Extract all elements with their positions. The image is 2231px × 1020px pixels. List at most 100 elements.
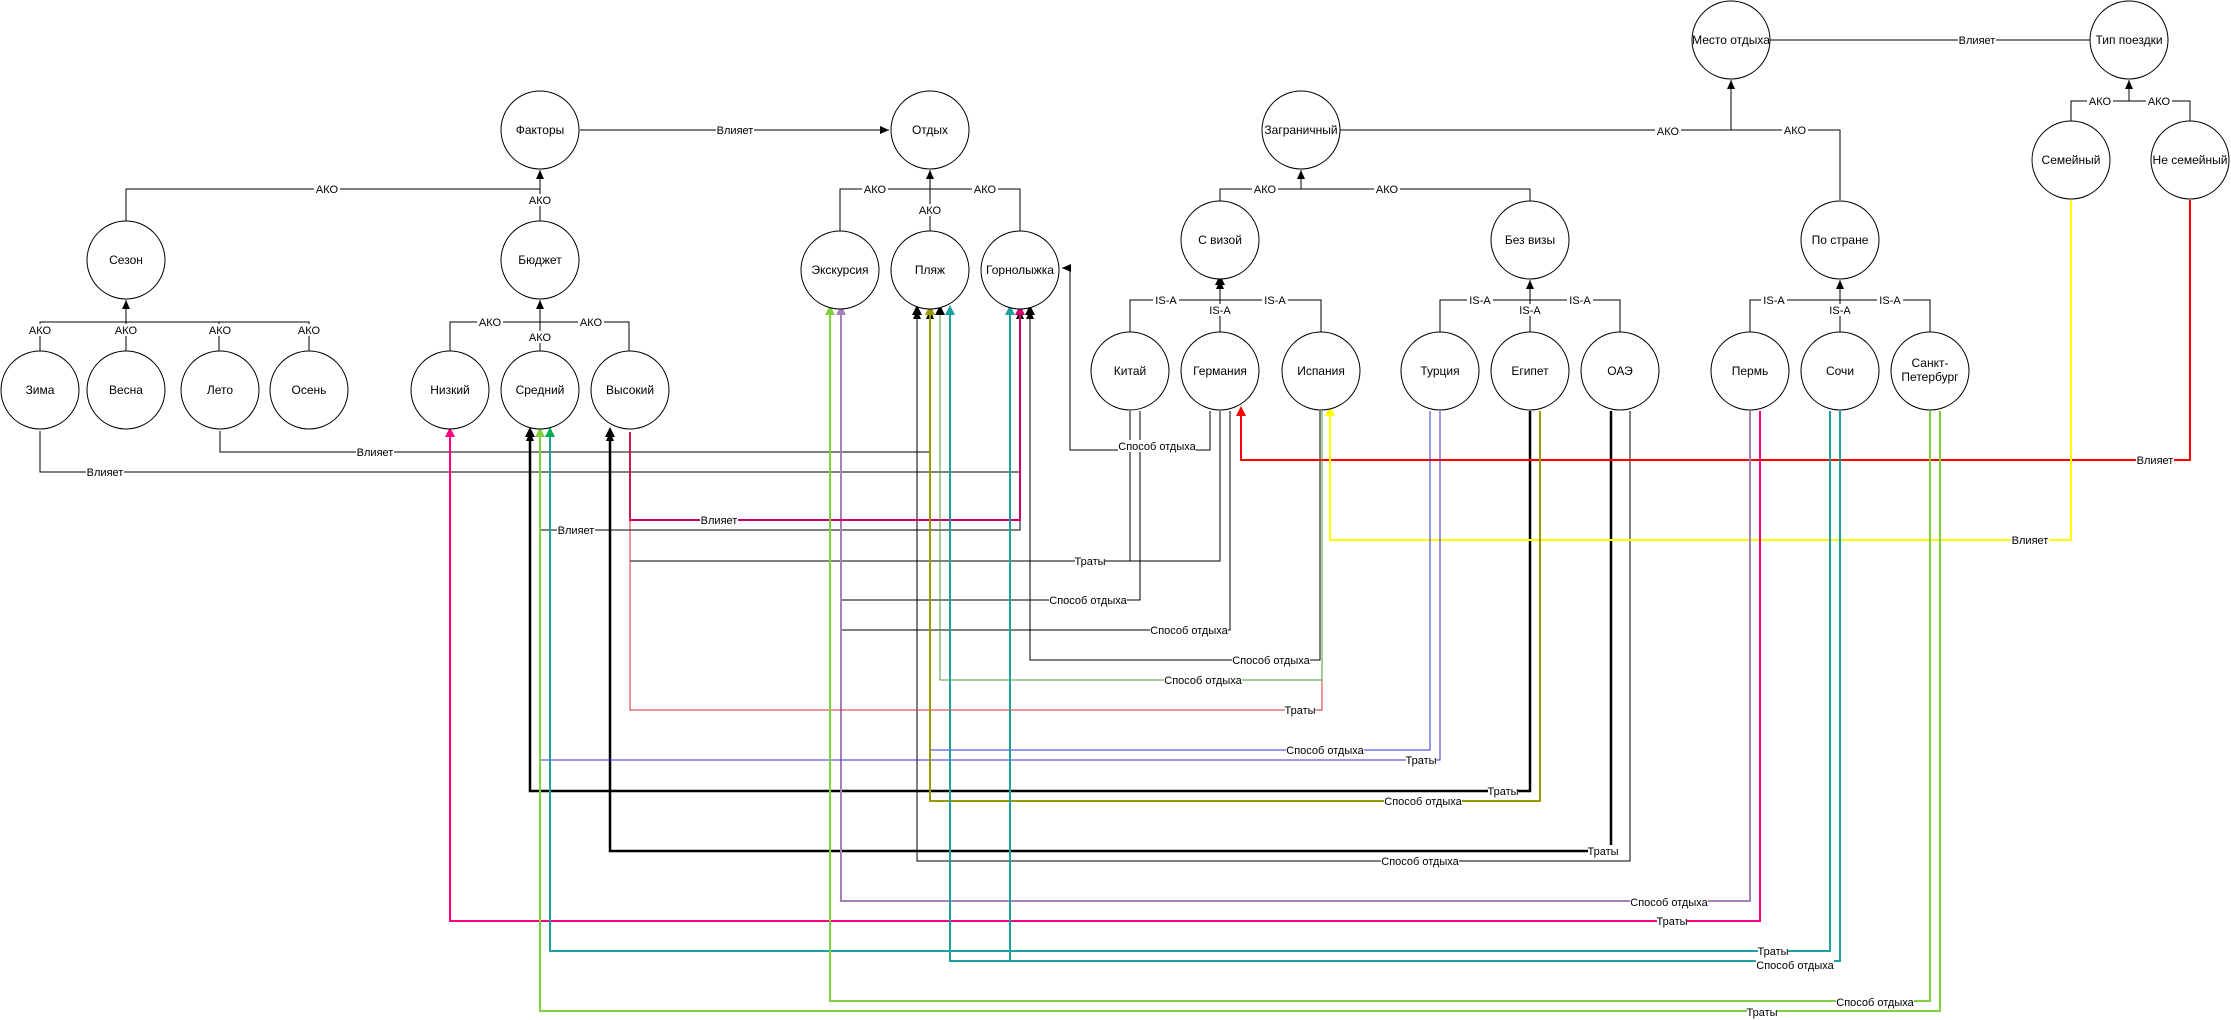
node-kitay <box>1090 331 1170 411</box>
label-s-vizoy: С визой <box>1198 233 1242 247</box>
node-otdyh <box>890 90 970 170</box>
edge-label-sposob-otdyha: Способ отдыха <box>1150 625 1228 637</box>
edge-label-is-a: IS-A <box>1569 295 1591 307</box>
node-perm <box>1710 331 1790 411</box>
node-budzhet <box>500 220 580 300</box>
edge-label-ako: АКО <box>2089 96 2112 108</box>
node-ispaniya <box>1281 331 1361 411</box>
node-egipet <box>1490 331 1570 411</box>
label-mesto-otdyha: Место отдыха <box>1692 33 1770 47</box>
node-labels: Место отдыха Тип поездки Факторы Отдых З… <box>26 33 2228 397</box>
label-perm: Пермь <box>1732 364 1768 378</box>
node-spb <box>1890 331 1970 411</box>
edge-label-is-a: IS-A <box>1829 305 1851 317</box>
edge-label-vliyaet: Влияет <box>558 525 595 537</box>
node-sredniy <box>500 350 580 430</box>
edge-label-vliyaet: Влияет <box>701 515 738 527</box>
edge-label-is-a: IS-A <box>1155 295 1177 307</box>
edge-labels: Влияет Влияет Влияет Влияет Влияет Влияе… <box>27 34 2174 1019</box>
edge-label-vliyaet: Влияет <box>357 447 394 459</box>
label-zima: Зима <box>26 383 55 397</box>
node-ekskursiya <box>800 230 880 310</box>
label-oae: ОАЭ <box>1607 364 1633 378</box>
edge-label-sposob-otdyha: Способ отдыха <box>1049 595 1127 607</box>
label-egipet: Египет <box>1511 364 1549 378</box>
label-vesna: Весна <box>109 383 143 397</box>
label-semeyny: Семейный <box>2042 153 2101 167</box>
edge-label-sposob-otdyha: Способ отдыха <box>1118 441 1196 453</box>
label-turciya: Турция <box>1420 364 1459 378</box>
label-bez-vizy: Без визы <box>1505 233 1555 247</box>
edge-label-traty: Траты <box>1487 786 1518 798</box>
arrowheads <box>525 275 1225 437</box>
edge-label-is-a: IS-A <box>1879 295 1901 307</box>
label-otdyh: Отдых <box>912 123 948 137</box>
label-osen: Осень <box>292 383 327 397</box>
node-zagranichny <box>1261 90 1341 170</box>
edge-label-traty: Траты <box>1656 916 1687 928</box>
label-sezon: Сезон <box>109 253 143 267</box>
label-faktory: Факторы <box>516 123 565 137</box>
label-budzhet: Бюджет <box>518 253 562 267</box>
edge-label-ako: АКО <box>529 195 552 207</box>
node-tip-poezdki <box>2089 0 2169 80</box>
node-turciya <box>1400 331 1480 411</box>
node-nizkiy <box>410 350 490 430</box>
edge-label-sposob-otdyha: Способ отдыха <box>1232 655 1310 667</box>
edge-label-ako: АКО <box>298 325 321 337</box>
edge-label-ako: АКО <box>2148 96 2171 108</box>
node-vesna <box>86 350 166 430</box>
node-faktory <box>500 90 580 170</box>
node-bez-vizy <box>1490 200 1570 280</box>
edge-label-sposob-otdyha: Способ отдыха <box>1384 796 1462 808</box>
node-mesto-otdyha <box>1691 0 1771 80</box>
edge-label-sposob-otdyha: Способ отдыха <box>1381 856 1459 868</box>
edge-label-vliyaet: Влияет <box>717 125 754 137</box>
node-leto <box>180 350 260 430</box>
edge-label-ako: АКО <box>1254 184 1277 196</box>
label-ekskursiya: Экскурсия <box>811 263 868 277</box>
node-s-vizoy <box>1180 200 1260 280</box>
label-sochi: Сочи <box>1826 364 1854 378</box>
edge-label-ako: АКО <box>974 184 997 196</box>
node-semeyny <box>2031 120 2111 200</box>
label-spb-line2: Петербург <box>1901 370 1959 384</box>
label-germaniya: Германия <box>1193 364 1247 378</box>
edge-label-ako: АКО <box>29 325 52 337</box>
node-po-strane <box>1800 200 1880 280</box>
label-nizkiy: Низкий <box>430 383 470 397</box>
edge-label-ako: АКО <box>115 325 138 337</box>
edge-label-ako: АКО <box>479 317 502 329</box>
label-zagranichny: Заграничный <box>1264 123 1337 137</box>
label-leto: Лето <box>207 383 234 397</box>
edge-label-ako: АКО <box>529 332 552 344</box>
node-oae <box>1580 331 1660 411</box>
edge-label-ako: АКО <box>1784 125 1807 137</box>
edge-label-is-a: IS-A <box>1209 305 1231 317</box>
edge-label-ako: АКО <box>1376 184 1399 196</box>
label-kitay: Китай <box>1114 364 1146 378</box>
edge-label-ako: АКО <box>316 184 339 196</box>
edge-label-vliyaet: Влияет <box>87 467 124 479</box>
label-po-strane: По стране <box>1812 233 1869 247</box>
edge-label-sposob-otdyha: Способ отдыха <box>1756 960 1834 972</box>
label-gornolyzhka: Горнолыжка <box>986 263 1054 277</box>
label-vysokiy: Высокий <box>606 383 654 397</box>
nodes <box>0 0 2230 430</box>
edge-label-is-a: IS-A <box>1763 295 1785 307</box>
node-germaniya <box>1180 331 1260 411</box>
node-gornolyzhka <box>980 230 1060 310</box>
label-spb-line1: Санкт- <box>1912 356 1949 370</box>
edge-label-traty: Траты <box>1757 946 1788 958</box>
edge-label-ako: АКО <box>1657 126 1680 138</box>
edge-label-traty: Траты <box>1587 846 1618 858</box>
edge-label-sposob-otdyha: Способ отдыха <box>1286 745 1364 757</box>
edge-label-traty: Траты <box>1074 556 1105 568</box>
node-sochi <box>1800 331 1880 411</box>
label-ne-semeyny: Не семейный <box>2153 153 2228 167</box>
edge-label-ako: АКО <box>864 184 887 196</box>
edge-label-ako: АКО <box>209 325 232 337</box>
node-ne-semeyny <box>2150 120 2230 200</box>
node-plyazh <box>890 230 970 310</box>
